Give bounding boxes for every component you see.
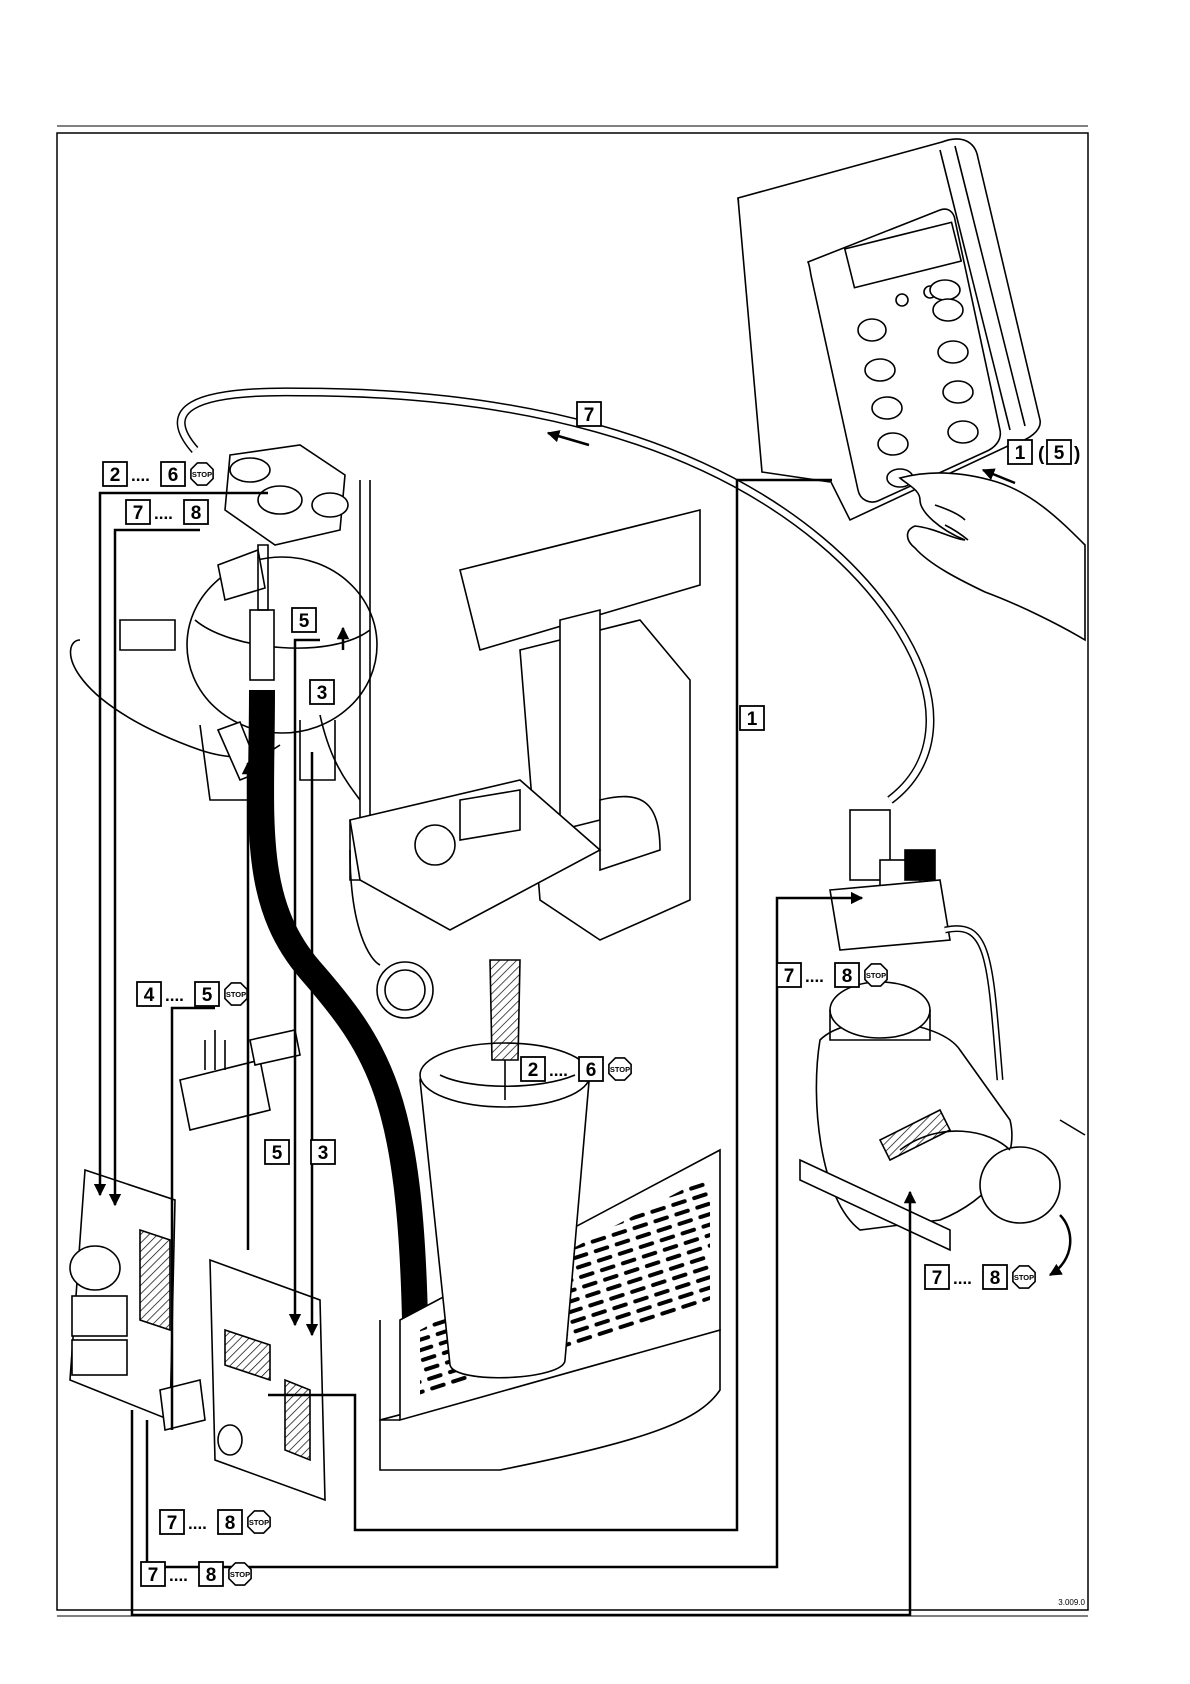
step-number: 4	[144, 985, 155, 1006]
step-number: 7	[167, 1513, 178, 1534]
control-panel	[738, 139, 1085, 640]
pump	[800, 982, 1085, 1250]
step-number: 8	[191, 503, 202, 524]
step-number: 5	[202, 985, 213, 1006]
step-number: 7	[148, 1565, 159, 1586]
step-number: 3	[317, 683, 328, 704]
step-label-thermo-top: 5	[292, 608, 316, 632]
stop-sign-text: STOP	[1014, 1273, 1034, 1282]
step-label-board-low1: 7.... 8 STOP	[160, 1510, 270, 1534]
cup	[420, 960, 590, 1378]
step-number: 7	[584, 405, 595, 426]
step-number: 8	[225, 1513, 236, 1534]
step-label-keypad: 1 (5)	[1008, 440, 1080, 465]
stop-sign-text: STOP	[610, 1065, 630, 1074]
step-number: 1	[1015, 443, 1026, 464]
step-label-solenoid: 7.... 8 STOP	[777, 963, 887, 987]
range-dots: ....	[805, 967, 824, 986]
brew-unit	[350, 510, 700, 1018]
step-number: 8	[842, 966, 853, 987]
paren-open: (	[1038, 444, 1045, 465]
range-dots: ....	[154, 504, 173, 523]
paren-close: )	[1074, 444, 1080, 465]
range-dots: ....	[131, 466, 150, 485]
stop-sign-text: STOP	[866, 971, 886, 980]
switch-block	[180, 1030, 300, 1130]
step-label-board-three: 3	[311, 1140, 335, 1164]
range-dots: ....	[953, 1269, 972, 1288]
step-number: 1	[747, 709, 758, 730]
step-label-valve-lower: 7.... 8	[126, 500, 208, 524]
step-number: 7	[133, 503, 144, 524]
step-number: 6	[168, 465, 179, 486]
step-label-thermo-bottom: 3	[310, 680, 334, 704]
step-number: 5	[272, 1143, 283, 1164]
stop-sign-text: STOP	[192, 470, 212, 479]
step-number: 8	[206, 1565, 217, 1586]
step-number: 7	[932, 1268, 943, 1289]
step-number: 3	[318, 1143, 329, 1164]
range-dots: ....	[165, 986, 184, 1005]
boiler	[71, 445, 377, 820]
circuit-boards	[70, 1170, 325, 1500]
stop-sign-text: STOP	[226, 990, 246, 999]
stop-sign-text: STOP	[249, 1518, 269, 1527]
range-dots: ....	[549, 1061, 568, 1080]
step-number: 7	[784, 966, 795, 987]
range-dots: ....	[169, 1566, 188, 1585]
stop-sign-text: STOP	[230, 1570, 250, 1579]
step-number: 8	[990, 1268, 1001, 1289]
step-number: 2	[528, 1060, 539, 1081]
step-label-pump: 7.... 8 STOP	[925, 1265, 1035, 1289]
step-number: 5	[299, 611, 310, 632]
step-number: 5	[1054, 443, 1065, 464]
range-dots: ....	[188, 1514, 207, 1533]
step-label-line-one: 1	[740, 706, 764, 730]
step-label-valve-upper: 2.... 6 STOP	[103, 462, 213, 486]
step-label-tube-top: 7	[577, 402, 601, 426]
step-label-board-low2: 7.... 8 STOP	[141, 1562, 251, 1586]
step-label-board-five: 5	[265, 1140, 289, 1164]
step-number: 2	[110, 465, 121, 486]
step-number: 6	[586, 1060, 597, 1081]
step-label-switch-block: 4.... 5 STOP	[137, 982, 247, 1006]
figure-reference: 3.009.0	[1058, 1598, 1085, 1607]
